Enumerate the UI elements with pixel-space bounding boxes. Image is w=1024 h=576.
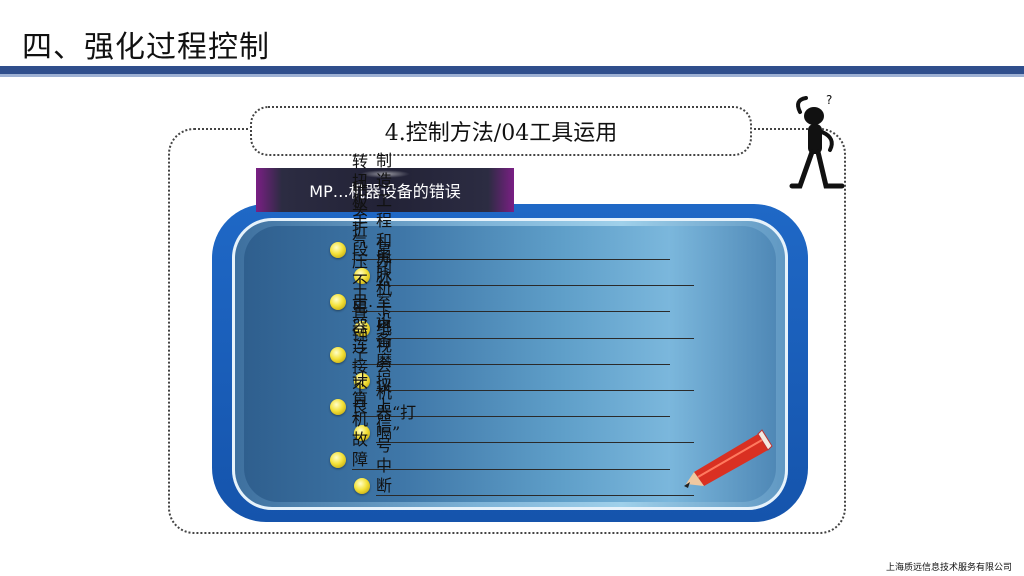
header-rule-light — [0, 74, 1024, 77]
yellow-ball-bullet-icon — [354, 321, 370, 337]
yellow-ball-bullet-icon — [354, 478, 370, 494]
list-item-underline — [352, 259, 670, 260]
yellow-ball-bullet-icon — [354, 373, 370, 389]
thinking-stick-figure-icon: ? — [789, 93, 845, 189]
list-item: 电视会议上信号中断 — [354, 316, 694, 496]
page-title: 四、强化过程控制 — [22, 30, 270, 65]
header-rule-dark — [0, 66, 1024, 74]
list-item-underline — [352, 311, 670, 312]
list-item: 转扭板手气压不足. — [330, 152, 670, 312]
list-item-underline — [352, 364, 670, 365]
yellow-ball-bullet-icon — [330, 452, 346, 468]
svg-text:?: ? — [826, 93, 832, 107]
yellow-ball-bullet-icon — [330, 399, 346, 415]
yellow-ball-bullet-icon — [354, 425, 370, 441]
list-item-text: 复印机卡纸 — [376, 239, 393, 338]
list-item-text: 制造工程和办公室设备磨损 — [376, 151, 393, 390]
list-item-underline — [376, 285, 694, 286]
list-item-underline — [352, 469, 670, 470]
list-item-underline — [376, 390, 694, 391]
list-item-text: 机器“打嗝” — [376, 383, 417, 442]
yellow-ball-bullet-icon — [354, 268, 370, 284]
list-item-text: 电视会议上信号中断 — [376, 316, 393, 495]
yellow-ball-bullet-icon — [330, 347, 346, 363]
category-tab: MP…机器设备的错误 — [256, 168, 514, 212]
list-item: 电脉 — [354, 246, 694, 286]
list-item-underline — [376, 442, 694, 443]
list-item: 工具钝了 — [330, 285, 670, 365]
list-item: 计算机故障 — [330, 370, 670, 470]
list-item-text: 转扭板手气压不足. — [352, 152, 374, 311]
list-item: 钻头折段 — [330, 180, 670, 260]
list-item-text: 电器连接不良 — [352, 297, 369, 416]
list-item-text: 电脉 — [376, 246, 393, 285]
list-item: 制造工程和办公室设备磨损 — [354, 151, 694, 391]
yellow-ball-bullet-icon — [330, 242, 346, 258]
section-heading: 4.控制方法/04工具运用 — [250, 106, 752, 156]
list-item-underline — [376, 495, 694, 496]
yellow-ball-bullet-icon — [330, 294, 346, 310]
red-pencil-icon — [684, 429, 773, 488]
list-item-underline — [352, 416, 670, 417]
list-item: 复印机卡纸 — [354, 239, 694, 339]
list-item-text: 计算机故障 — [352, 370, 369, 469]
list-item: 电器连接不良 — [330, 297, 670, 417]
list-item-underline — [376, 338, 694, 339]
footer-company: 上海质远信息技术服务有限公司 — [885, 563, 1012, 573]
list-item-text: 工具钝了 — [352, 285, 369, 364]
list-item: 机器“打嗝” — [354, 383, 694, 443]
list-item-text: 钻头折段 — [352, 180, 369, 259]
